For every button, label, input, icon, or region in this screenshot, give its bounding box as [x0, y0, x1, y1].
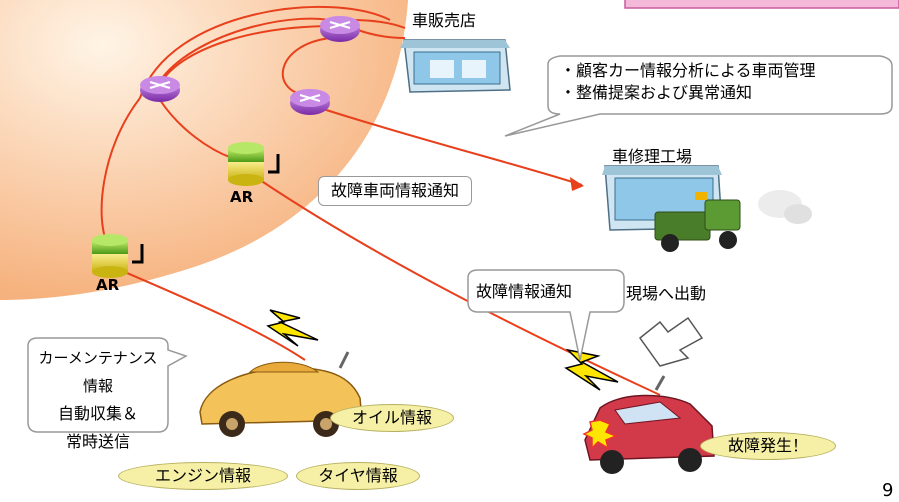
access-router-icon — [228, 142, 280, 186]
access-router-icon — [92, 234, 144, 278]
maintenance-line-3: 常時送信 — [65, 432, 130, 451]
link-ar1-redcar — [259, 179, 661, 396]
page-number: 9 — [882, 480, 894, 501]
lightning-icon — [564, 348, 619, 391]
link-r1-r2b — [161, 17, 339, 79]
management-callout-shape — [504, 55, 893, 137]
maintenance-callout-shape — [27, 337, 188, 433]
router-icon — [140, 76, 180, 102]
maintenance-line-1: カーメンテナンス情報 — [38, 349, 158, 395]
car-dealer-label: 車販売店 — [412, 11, 477, 30]
car-dealer-building-icon — [400, 39, 511, 93]
failure-info-label: 故障情報通知 — [476, 282, 573, 301]
engine-info-pill: エンジン情報 — [118, 462, 288, 490]
maintenance-callout: カーメンテナンス情報 自動収集＆ 常時送信 — [32, 344, 164, 456]
oil-info-pill: オイル情報 — [330, 404, 454, 432]
ar-upper-label: AR — [230, 188, 254, 206]
tire-info-pill: タイヤ情報 — [296, 462, 420, 490]
link-r1-r2 — [159, 24, 341, 85]
dispatch-label: 現場へ出動 — [626, 284, 707, 303]
link-r3-repair — [319, 107, 583, 186]
link-r2-shop — [357, 29, 406, 39]
failure-info-callout-shape — [467, 269, 625, 361]
dispatch-arrow-icon — [638, 316, 704, 367]
link-top-arc — [139, 5, 391, 99]
vintage-car-icon — [199, 351, 363, 437]
failure-occurred-pill: 故障発生！ — [700, 432, 836, 460]
broken-car-icon — [582, 375, 715, 474]
breakdown-notice-box: 故障車両情報通知 — [318, 176, 473, 206]
link-r2-r3 — [281, 37, 331, 96]
lightning-icon — [266, 309, 319, 347]
link-r1-ar1 — [159, 99, 233, 159]
maintenance-line-2: 自動収集＆ — [57, 404, 138, 423]
repair-shop-label: 車修理工場 — [612, 147, 693, 166]
ar-lower-label: AR — [96, 276, 120, 294]
link-ar2-oilcar — [119, 269, 306, 361]
arrow-to-repair — [570, 177, 584, 191]
management-callout: ・顧客カー情報分析による車両管理 ・整備提案および異常通知 — [560, 60, 816, 104]
header-bar — [624, 0, 899, 9]
router-icon — [320, 16, 360, 42]
management-line-1: ・顧客カー情報分析による車両管理 — [560, 61, 816, 80]
repair-shop-building-icon — [602, 165, 812, 252]
management-line-2: ・整備提案および異常通知 — [560, 83, 753, 102]
router-icon — [290, 89, 330, 115]
